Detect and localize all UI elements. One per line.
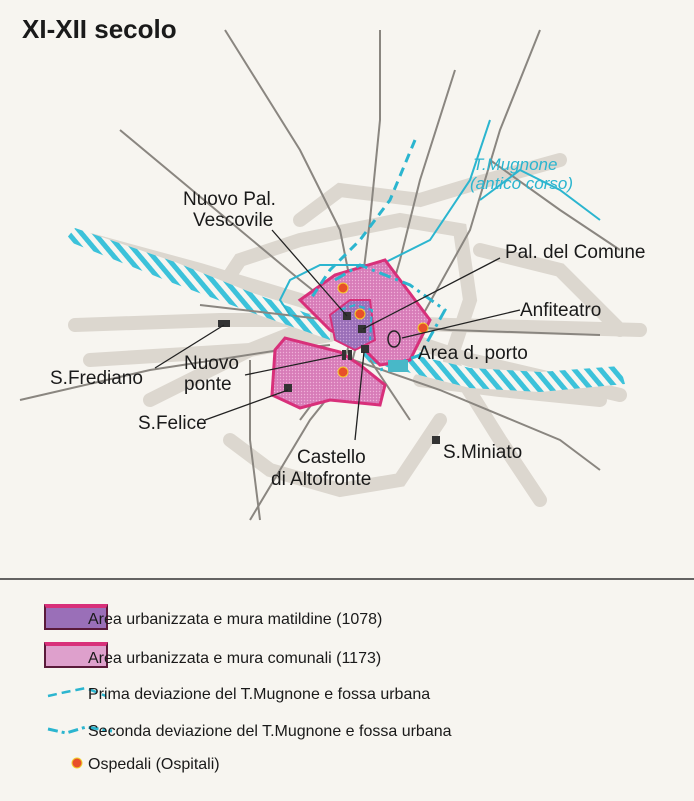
mugnone-deviations <box>308 139 447 372</box>
label-vescovile-2: Vescovile <box>193 210 273 231</box>
mugnone-river <box>278 119 601 321</box>
map-title: XI-XII secolo <box>22 14 177 44</box>
label-frediano: S.Frediano <box>50 368 143 389</box>
porto-area <box>388 360 408 372</box>
hospital-dot-icon <box>71 757 83 769</box>
label-castello-2: di Altofronte <box>271 469 371 490</box>
legend-label: Prima deviazione del T.Mugnone e fossa u… <box>88 686 431 703</box>
label-castello: Castello <box>297 447 366 468</box>
river-name: T.Mugnone <box>473 155 557 174</box>
label-porto: Area d. porto <box>418 343 528 364</box>
hospital-markers <box>337 282 429 378</box>
legend-item-matildine <box>44 604 108 630</box>
river-note: (antico corso) <box>470 174 573 193</box>
dashed-line-icon <box>47 686 107 698</box>
map: XI-XII secolo T.Mugnone (antico corso) N… <box>0 14 694 580</box>
legend-label: Area urbanizzata e mura matildine (1078) <box>88 611 383 628</box>
label-felice: S.Felice <box>138 413 207 434</box>
label-ponte: Nuovo <box>184 353 239 374</box>
matildine-swatch <box>44 604 108 630</box>
legend: Area urbanizzata e mura matildine (1078)… <box>0 582 694 801</box>
legend-item-comunali <box>44 642 108 668</box>
comunali-swatch <box>44 642 108 668</box>
label-ponte-2: ponte <box>184 374 232 395</box>
label-anfiteatro: Anfiteatro <box>520 300 601 321</box>
dash-dot-line-icon <box>47 725 113 735</box>
anfiteatro-marker <box>387 330 401 348</box>
legend-label: Seconda deviazione del T.Mugnone e fossa… <box>88 723 452 740</box>
label-comune: Pal. del Comune <box>505 242 645 263</box>
label-vescovile: Nuovo Pal. <box>183 189 276 210</box>
leader-lines <box>154 229 521 441</box>
label-miniato: S.Miniato <box>443 442 522 463</box>
legend-label: Ospedali (Ospitali) <box>88 756 220 773</box>
legend-label: Area urbanizzata e mura comunali (1173) <box>88 650 382 667</box>
